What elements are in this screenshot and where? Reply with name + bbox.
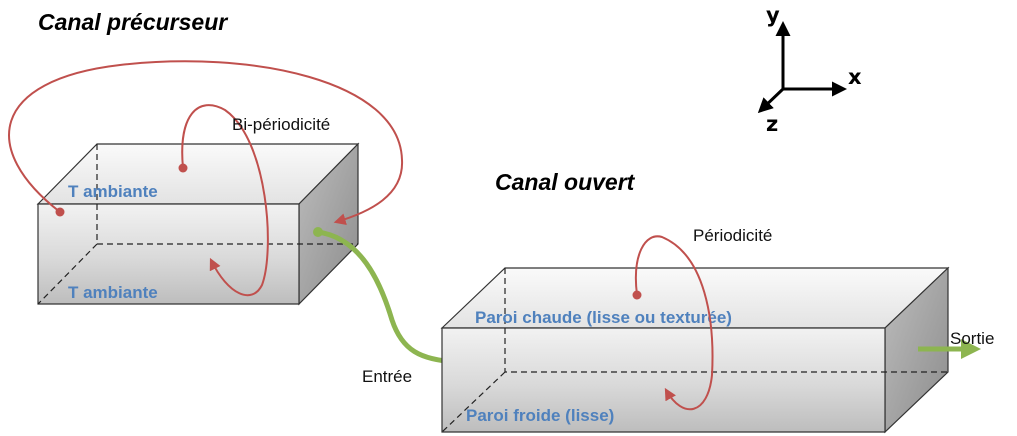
cold-wall-label: Paroi froide (lisse) bbox=[466, 406, 614, 425]
bi-periodicity-loop-inner bbox=[181, 104, 269, 297]
loop-inner-start-dot bbox=[178, 163, 188, 173]
transfer-start-dot bbox=[313, 227, 323, 237]
precursor-front-face bbox=[37, 203, 300, 305]
open-front-face bbox=[441, 327, 886, 433]
precursor-top-label: T ambiante bbox=[68, 182, 158, 201]
precursor-hidden-diagonal bbox=[37, 243, 98, 305]
periodicity-loop bbox=[635, 235, 714, 411]
bi-periodicity-label: Bi-périodicité bbox=[232, 115, 330, 134]
periodicity-label: Périodicité bbox=[693, 226, 772, 245]
loop-outer-start-dot bbox=[55, 207, 65, 217]
periodicity-start-dot bbox=[632, 290, 642, 300]
axes-icon: y x z bbox=[757, 3, 862, 136]
outlet-label: Sortie bbox=[950, 329, 994, 348]
inflow-transfer-arrow bbox=[317, 229, 463, 372]
open-channel-box bbox=[440, 266, 950, 434]
x-axis-label: x bbox=[848, 65, 862, 89]
z-axis-arrow bbox=[757, 87, 785, 114]
hot-wall-label: Paroi chaude (lisse ou texturée) bbox=[475, 308, 732, 327]
z-axis-label: z bbox=[766, 112, 778, 136]
open-hidden-diagonal bbox=[441, 371, 506, 433]
y-axis-label: y bbox=[766, 3, 780, 27]
precursor-title: Canal précurseur bbox=[38, 9, 228, 35]
precursor-box bbox=[36, 142, 360, 306]
bi-periodicity-loop-outer bbox=[8, 60, 404, 226]
inlet-label: Entrée bbox=[362, 367, 412, 386]
precursor-bottom-label: T ambiante bbox=[68, 283, 158, 302]
open-channel-title: Canal ouvert bbox=[495, 169, 636, 195]
